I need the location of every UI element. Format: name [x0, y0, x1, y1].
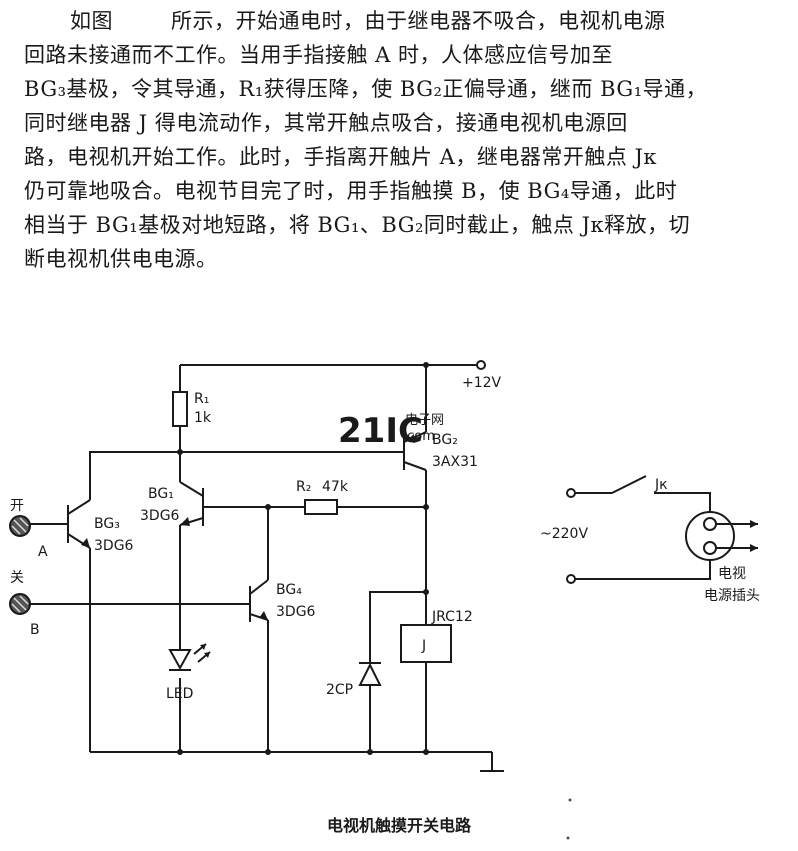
paragraph-text: 同时继电器 J 得电流动作，其常开触点吸合，接通电视机电源回 [24, 111, 628, 135]
transistor-bg2 [395, 431, 427, 471]
svg-text:21IC: 21IC [338, 411, 423, 451]
plug-label-1: 电视 [718, 566, 746, 582]
r1-label: R₁ [194, 391, 209, 407]
touch-plate-b [9, 593, 31, 615]
bg1-label: BG₁ [148, 486, 174, 502]
paragraph-line: 相当于 BG₁基极对地短路，将 BG₁、BG₂同时截止，触点 Jк释放，切 [24, 208, 764, 242]
paragraph-text: BG₃基极，令其导通，R₁获得压降，使 BG₂正偏导通，继而 BG₁导通， [24, 77, 708, 101]
touch-off-letter: B [30, 622, 40, 638]
contact-label: Jк [654, 477, 668, 493]
svg-text:.com: .com [403, 429, 435, 444]
touch-on-letter: A [38, 544, 48, 560]
supply-label: +12V [462, 375, 502, 391]
bg4-label: BG₄ [276, 582, 302, 598]
paragraph-text: 断电视机供电电源。 [24, 247, 218, 271]
wires [28, 362, 504, 772]
bg1-model: 3DG6 [140, 508, 180, 524]
watermark-logo: 21IC 电子网 .com [338, 411, 444, 451]
bg2-label: BG₂ [432, 432, 458, 448]
mains-section [566, 475, 711, 584]
bg4-model: 3DG6 [276, 604, 316, 620]
paragraph-text: 仍可靠地吸合。电视节目完了时，用手指触摸 B，使 BG₄导通，此时 [24, 179, 678, 203]
paragraph-text: 回路未接通而不工作。当用手指接触 A 时，人体感应信号加至 [24, 43, 614, 67]
scan-speck [568, 798, 572, 802]
r1-value: 1k [194, 410, 212, 426]
relay-coil [400, 624, 452, 663]
bg3-label: BG₃ [94, 516, 120, 532]
led [168, 643, 211, 671]
transistor-bg4 [246, 579, 269, 622]
bg3-model: 3DG6 [94, 538, 134, 554]
touch-on-char: 开 [10, 498, 24, 514]
svg-text:电子网: 电子网 [405, 413, 444, 428]
paragraph-lead: 如图 [70, 9, 113, 33]
paragraph-text: 所示，开始通电时，由于继电器不吸合，电视机电源 [171, 9, 666, 33]
relay-coil-label: J [421, 638, 426, 654]
transistor-bg1 [179, 481, 204, 526]
paragraph-line: 回路未接通而不工作。当用手指接触 A 时，人体感应信号加至 [24, 38, 764, 72]
plug-label-2: 电源插头 [704, 588, 760, 604]
paragraph-line: BG₃基极，令其导通，R₁获得压降，使 BG₂正偏导通，继而 BG₁导通， [24, 72, 764, 106]
transistor-bg3 [67, 499, 91, 549]
paragraph-text: 路，电视机开始工作。此时，手指离开触片 A，继电器常开触点 Jк [24, 145, 658, 169]
diode-label: 2CP [326, 682, 353, 698]
description-paragraph: 如图 所示，开始通电时，由于继电器不吸合，电视机电源回路未接通而不工作。当用手指接… [24, 4, 764, 276]
r2-value: 47k [322, 479, 349, 495]
relay-name: JRC12 [431, 609, 473, 625]
resistor-r1 [172, 391, 188, 427]
paragraph-text: 相当于 BG₁基极对地短路，将 BG₁、BG₂同时截止，触点 Jк释放，切 [24, 213, 691, 237]
power-plug-icon [685, 511, 758, 561]
touch-plate-a [9, 515, 31, 537]
bg2-model: 3AX31 [432, 454, 478, 470]
resistor-r2 [304, 499, 338, 515]
ac-label: ~220V [540, 526, 588, 542]
led-label: LED [166, 686, 193, 702]
paragraph-line: 路，电视机开始工作。此时，手指离开触片 A，继电器常开触点 Jк [24, 140, 764, 174]
diode-2cp [358, 645, 382, 686]
paragraph-line: 同时继电器 J 得电流动作，其常开触点吸合，接通电视机电源回 [24, 106, 764, 140]
supply-terminal [476, 360, 486, 370]
paragraph-line: 仍可靠地吸合。电视节目完了时，用手指触摸 B，使 BG₄导通，此时 [24, 174, 764, 208]
touch-off-char: 关 [10, 570, 24, 586]
scan-speck [566, 836, 570, 840]
paragraph-line: 断电视机供电电源。 [24, 242, 764, 276]
r2-label: R₂ [296, 479, 311, 495]
paragraph-line: 如图 所示，开始通电时，由于继电器不吸合，电视机电源 [24, 4, 764, 38]
figure-caption: 电视机触摸开关电路 [326, 816, 471, 835]
